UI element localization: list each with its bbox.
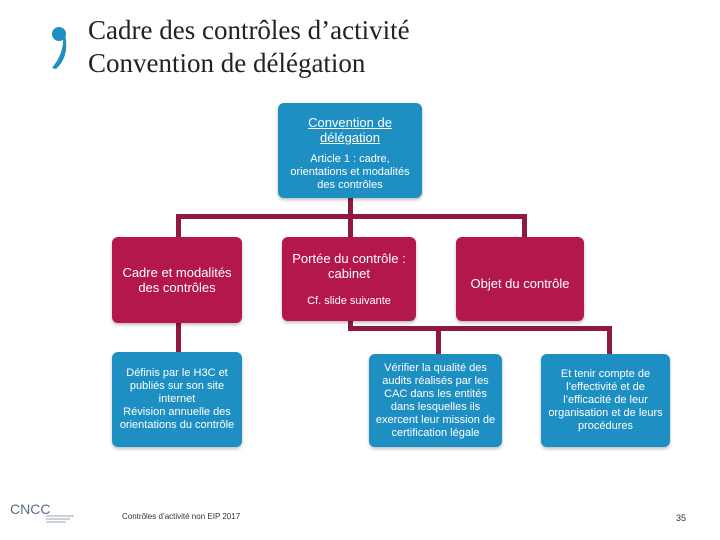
level2-note-portee: Cf. slide suivante	[307, 295, 391, 307]
connector-root-down	[348, 198, 353, 216]
cncc-logo: CNCC	[10, 501, 74, 523]
level3-box-objet: Et tenir compte de l’effectivité et de l…	[541, 354, 670, 447]
level3-text-objet: Et tenir compte de l’effectivité et de l…	[548, 368, 663, 432]
page-title-line-2: Convention de délégation	[88, 48, 366, 78]
level3-text-portee: Vérifier la qualité des audits réalisés …	[375, 361, 496, 439]
page-title-line-1: Cadre des contrôles d’activité	[88, 15, 410, 45]
connector-to-left-box	[176, 214, 181, 238]
level2-label-portee: Portée du contrôle : cabinet	[292, 251, 406, 281]
quote-mark-icon	[52, 27, 67, 69]
level2-label-objet: Objet du contrôle	[470, 275, 570, 291]
connector-left-down	[176, 322, 181, 354]
connector-to-right-box	[522, 214, 527, 238]
level2-box-objet: Objet du contrôle	[456, 237, 584, 321]
level2-box-cadre: Cadre et modalités des contrôles	[112, 237, 242, 323]
root-box: Convention de délégation Article 1 : cad…	[278, 103, 422, 198]
level3-box-cadre: Définis par le H3C et publiés sur son si…	[112, 352, 242, 447]
connector-middle-down	[348, 320, 353, 330]
page-title: Cadre des contrôles d’activité Conventio…	[88, 14, 410, 80]
connector-to-middle-box	[348, 214, 353, 238]
root-heading: Convention de délégation	[308, 115, 392, 145]
connector-to-middle-detail	[436, 326, 441, 356]
logo-text: CNCC	[10, 501, 50, 517]
level2-label-cadre: Cadre et modalités des contrôles	[122, 265, 232, 295]
level3-text-cadre: Définis par le H3C et publiés sur son si…	[119, 367, 235, 431]
level2-box-portee: Portée du contrôle : cabinet Cf. slide s…	[282, 237, 416, 321]
root-detail: Article 1 : cadre, orientations et modal…	[290, 153, 410, 191]
level3-box-portee: Vérifier la qualité des audits réalisés …	[369, 354, 502, 447]
connector-to-right-detail	[607, 326, 612, 356]
connector-middle-horizontal	[348, 326, 612, 331]
footer-text: Contrôles d’activité non EIP 2017	[122, 512, 241, 521]
page-number: 35	[676, 513, 687, 523]
